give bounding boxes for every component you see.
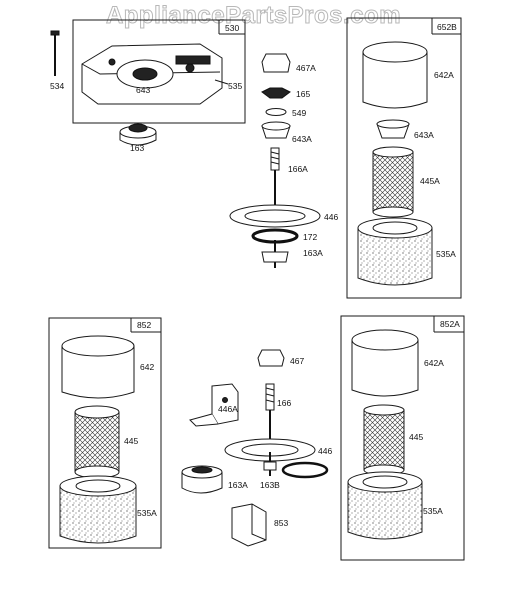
bracket-446A: 446A (189, 383, 239, 427)
part-163-label: 163 (130, 143, 144, 153)
cover-642A-top: 642A (362, 41, 454, 109)
part-163A-low-label: 163A (228, 480, 248, 490)
part-446A-label: 446A (218, 404, 238, 414)
bolt-534: 534 (50, 30, 64, 91)
part-163A-top-label: 163A (303, 248, 323, 258)
gasket-ring (281, 461, 329, 479)
part-166A-label: 166A (288, 164, 308, 174)
part-467-label: 467 (290, 356, 304, 366)
part-853-label: 853 (274, 518, 288, 528)
washer-549: 549 (265, 108, 306, 118)
grommet-643A-right: 643A (376, 119, 434, 140)
box-852A-label: 852A (440, 319, 460, 329)
part-445-label: 445 (124, 436, 138, 446)
seal-163A-low: 163A (181, 465, 248, 494)
box-652B-frame (346, 17, 462, 299)
box-652B: 652B (346, 17, 462, 299)
part-535A-left-label: 535A (137, 508, 157, 518)
nut-467: 467 (257, 349, 304, 367)
cover-642: 642 (61, 335, 154, 399)
part-445A-label: 445A (420, 176, 440, 186)
part-446-label: 446 (324, 212, 338, 222)
box-852: 852 (48, 317, 162, 549)
grommet-643A-mid: 643A (261, 121, 312, 144)
part-643A-mid-label: 643A (292, 134, 312, 144)
filter-element-445-right: 445 (363, 404, 423, 476)
filter-element-445: 445 (74, 405, 138, 479)
box-852-label: 852 (137, 320, 151, 330)
part-642A-top-label: 642A (434, 70, 454, 80)
part-446-low-label: 446 (318, 446, 332, 456)
pre-cleaner-535A-left: 535A (59, 475, 157, 544)
box-652B-label: 652B (437, 22, 457, 32)
base-plate-446: 446 (229, 204, 338, 228)
box-530-frame (72, 19, 246, 124)
part-535A-top-label: 535A (436, 249, 456, 259)
stud-166: 166 (265, 383, 291, 448)
filter-element-445A: 445A (372, 146, 440, 218)
part-535A-bot-label: 535A (423, 506, 443, 516)
cover-642A-bot: 642A (351, 329, 444, 397)
part-467A-label: 467A (296, 63, 316, 73)
base-plate-446-low: 446 (224, 438, 332, 462)
watermark: AppliancePartsPros.com (105, 2, 402, 30)
gasket-172: 172 (251, 228, 317, 244)
part-642A-bot-label: 642A (424, 358, 444, 368)
pre-cleaner-535A-top: 535A (357, 217, 456, 286)
part-172-label: 172 (303, 232, 317, 242)
nut-467A: 467A (261, 53, 316, 73)
box-530: 530 (72, 19, 246, 124)
part-166-label: 166 (277, 398, 291, 408)
box-852A-frame (340, 315, 465, 561)
seal-163: 163 (119, 123, 157, 153)
box-852-frame (48, 317, 162, 549)
part-549-label: 549 (292, 108, 306, 118)
part-535-label: 535 (228, 81, 242, 91)
part-165-label: 165 (296, 89, 310, 99)
box-852A: 852A (340, 315, 465, 561)
part-643-label: 643 (136, 85, 150, 95)
part-643A-right-label: 643A (414, 130, 434, 140)
box-530-label: 530 (225, 23, 239, 33)
part-642-label: 642 (140, 362, 154, 372)
pre-cleaner-535A-bot: 535A (347, 471, 443, 540)
stud-163B: 163B (260, 452, 280, 490)
part-445-right-label: 445 (409, 432, 423, 442)
cleaner-base-housing: 643 535 (81, 43, 242, 105)
clip-853: 853 (231, 503, 288, 547)
stud-163A-top: 163A (261, 240, 323, 268)
part-163B-label: 163B (260, 480, 280, 490)
wing-nut-165: 165 (261, 87, 310, 99)
part-534-label: 534 (50, 81, 64, 91)
